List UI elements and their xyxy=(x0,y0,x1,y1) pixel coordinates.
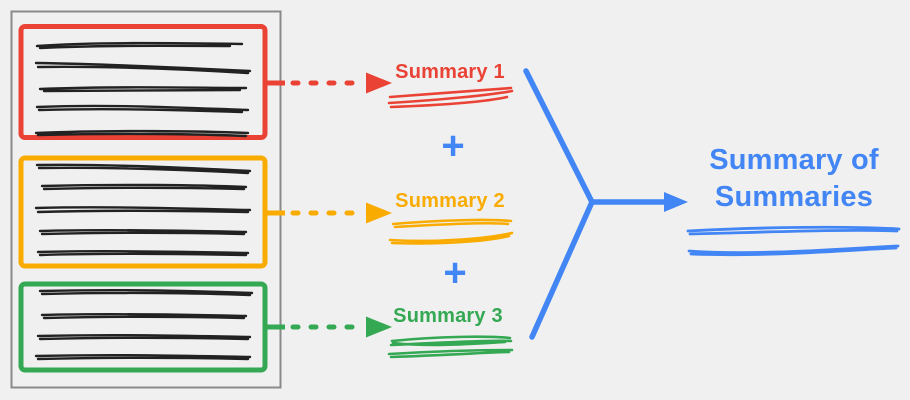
summary-3-label: Summary 3 xyxy=(393,305,503,327)
summary-2-label: Summary 2 xyxy=(395,190,505,212)
chunk-2-arrowhead-icon xyxy=(366,202,392,224)
result-title-line2: Summaries xyxy=(714,181,874,213)
merge-arrowhead-icon xyxy=(664,192,688,212)
chunk-1-text-scribbles xyxy=(34,41,252,138)
result-text-scribbles xyxy=(686,225,901,257)
summary-3-text-scribbles xyxy=(387,335,514,359)
chunk-3-text-scribbles xyxy=(34,288,254,361)
chunk-2-text-scribbles xyxy=(34,163,252,257)
plus-operator-1: + xyxy=(441,124,465,168)
plus-operator-2: + xyxy=(443,251,467,295)
summary-1-label: Summary 1 xyxy=(395,61,505,83)
summary-1-text-scribbles xyxy=(387,86,514,109)
chunk-3-arrowhead-icon xyxy=(366,316,392,338)
result-title-line1: Summary of xyxy=(709,144,879,176)
summary-2-text-scribbles xyxy=(388,218,514,245)
result-title: Summary of Summaries xyxy=(683,142,905,216)
merge-lines xyxy=(523,68,595,340)
document-outline xyxy=(10,10,282,389)
chunk-1-arrowhead-icon xyxy=(366,72,392,94)
